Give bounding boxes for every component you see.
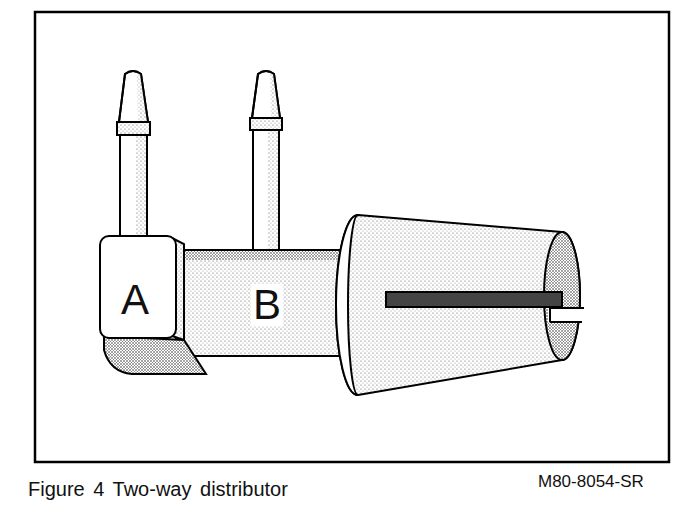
drawing-number: M80-8054-SR xyxy=(538,473,644,490)
figure-frame xyxy=(35,12,669,462)
part-letter: B xyxy=(251,284,283,326)
body-tube xyxy=(176,250,346,356)
cone-connector xyxy=(336,215,584,395)
right-nozzle xyxy=(250,71,282,255)
left-nozzle xyxy=(117,71,150,245)
figure-caption: Figure 4 Two-way distributor xyxy=(28,479,288,499)
elbow-block xyxy=(100,236,206,374)
part-letter: A xyxy=(119,279,151,321)
